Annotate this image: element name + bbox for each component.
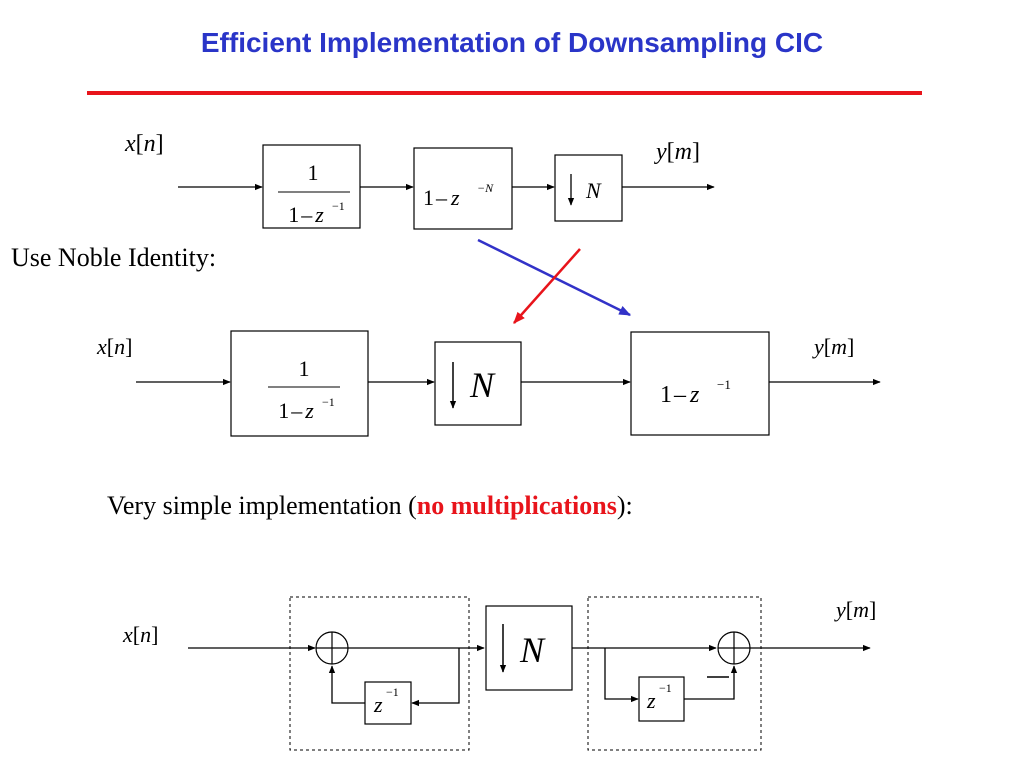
- m-index: m: [853, 597, 869, 622]
- simple-implementation-text: Very simple implementation (no multiplic…: [107, 491, 633, 521]
- row2-comb-exponent: −1: [717, 377, 731, 392]
- row2-downsampler-block: [434, 341, 522, 426]
- row3-comb-delay-block: [638, 676, 685, 722]
- row3-comb-branch-down: [604, 648, 639, 703]
- row2-factor-N: N: [469, 365, 496, 405]
- simple-text-suffix: ):: [616, 491, 633, 520]
- row1-comb-exponent: −N: [477, 181, 494, 195]
- page-title: Efficient Implementation of Downsampling…: [200, 27, 824, 58]
- x-var: x: [125, 131, 136, 157]
- row1-comb-block: [413, 147, 513, 230]
- y-var: y: [814, 334, 824, 359]
- no-multiplications-highlight: no multiplications: [416, 491, 617, 520]
- row2-integrator-exponent: −1: [322, 395, 335, 409]
- row2-integrator-denominator: 1–z: [278, 398, 314, 423]
- row2-comb-block: [630, 331, 770, 436]
- row2-integrator-numerator: 1: [299, 356, 310, 381]
- row1-integrator-numerator: 1: [308, 160, 319, 185]
- row2-integrator-block: [230, 330, 369, 437]
- row3-integrator-dashed-box: [289, 596, 470, 751]
- row1-integrator-exponent: −1: [332, 199, 345, 213]
- row2-swapped-cascade: 1 1–z −1 N 1–z −1: [136, 330, 881, 437]
- row3-no-multiplier-realization: z −1 N z −1: [188, 596, 871, 751]
- x-var: x: [123, 622, 133, 647]
- row3-integrator-feedback-down: [411, 648, 460, 707]
- input-label-row1: x[n]: [125, 131, 164, 157]
- output-label-row3: y[m]: [836, 597, 877, 622]
- m-index: m: [831, 334, 847, 359]
- row3-downsampler-block: [485, 605, 573, 691]
- swap-arrow-red: [513, 248, 581, 324]
- n-index: n: [143, 131, 156, 157]
- output-label-row2: y[m]: [814, 334, 855, 359]
- row3-integrator-feedback-back: [328, 665, 365, 704]
- row1-comb-expression: 1–z: [423, 185, 460, 210]
- row3-delay1-exponent: −1: [386, 685, 399, 699]
- noble-identity-text: Use Noble Identity:: [11, 243, 217, 272]
- row3-comb-branch-up: [684, 665, 738, 700]
- row1-integrator-denominator: 1–z: [288, 202, 324, 227]
- row1-factor-N: N: [585, 178, 602, 203]
- m-index: m: [674, 139, 692, 165]
- n-index: n: [140, 622, 152, 647]
- n-index: n: [114, 334, 126, 359]
- row1-downsampler-block: [554, 154, 623, 222]
- input-label-row2: x[n]: [97, 334, 133, 359]
- x-var: x: [97, 334, 107, 359]
- row3-factor-N: N: [519, 630, 546, 670]
- row3-delay2-exponent: −1: [659, 681, 672, 695]
- y-var: y: [656, 139, 667, 165]
- row3-delay1-z: z: [373, 692, 383, 717]
- row2-comb-expression: 1–z: [660, 382, 700, 408]
- row3-comb-dashed-box: [587, 596, 762, 751]
- row1-integrator-block: [262, 144, 361, 229]
- row1-original-cascade: 1 1–z −1 1–z −N N: [178, 144, 715, 230]
- output-label-row1: y[m]: [656, 139, 700, 165]
- simple-text-prefix: Very simple implementation (: [107, 491, 417, 520]
- y-var: y: [836, 597, 846, 622]
- row3-integrator-delay-block: [364, 681, 412, 725]
- input-label-row3: x[n]: [123, 622, 159, 647]
- title-rule: [87, 91, 922, 95]
- row3-delay2-z: z: [646, 688, 656, 713]
